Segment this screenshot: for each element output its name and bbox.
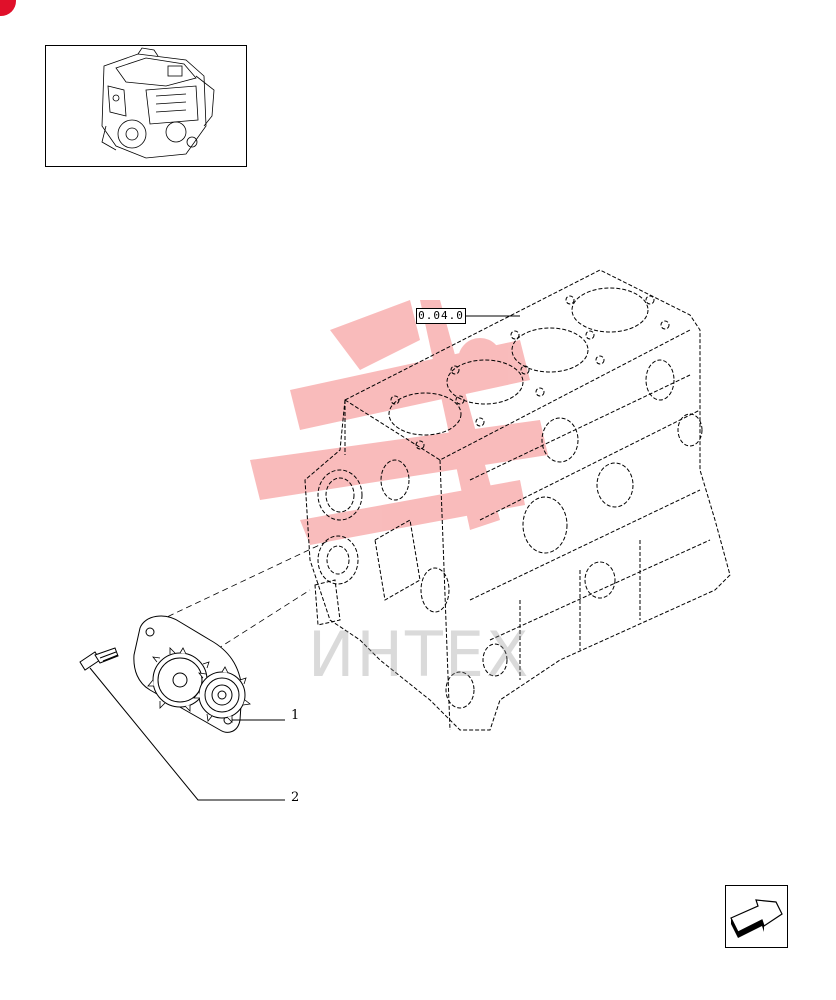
engine-thumbnail-icon bbox=[101, 47, 215, 159]
oil-pump-drawing bbox=[133, 615, 251, 733]
engine-thumbnail bbox=[45, 45, 247, 167]
callout-oil-pump[interactable]: 1 bbox=[291, 708, 300, 723]
watermark-logo-icon bbox=[250, 300, 548, 545]
reference-section-label[interactable]: 0.04.0 bbox=[416, 308, 466, 324]
next-page-button[interactable] bbox=[725, 885, 788, 948]
bolt-drawing bbox=[79, 647, 119, 671]
callout-bolt[interactable]: 2 bbox=[291, 790, 300, 805]
next-page-arrow-icon bbox=[730, 899, 783, 938]
watermark-text: ИНТЕХ bbox=[308, 618, 531, 691]
callout-leaders bbox=[89, 667, 285, 801]
engine-block bbox=[304, 269, 731, 731]
